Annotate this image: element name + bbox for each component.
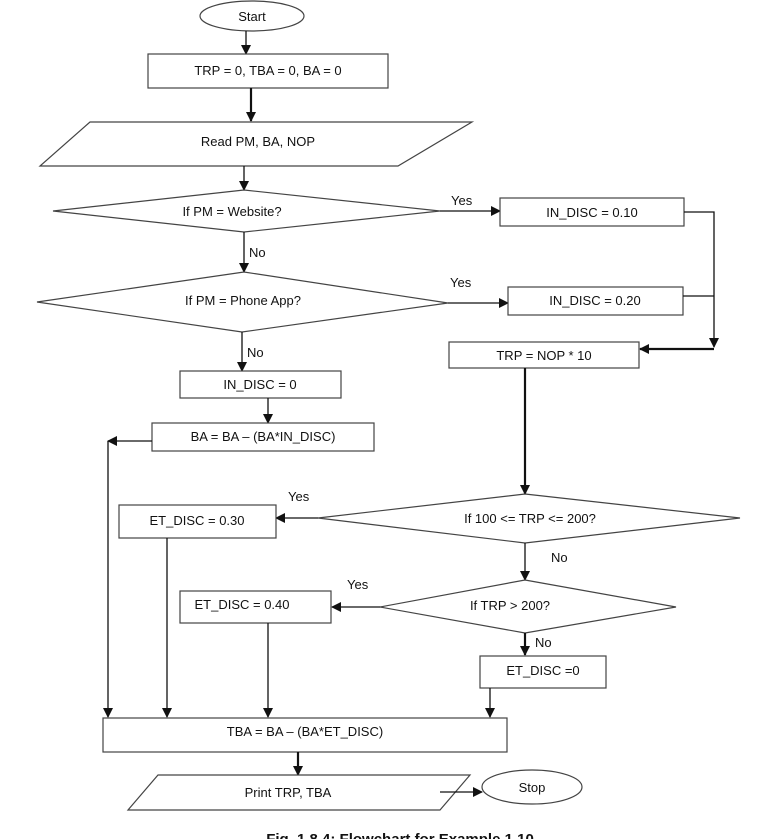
range-yes-label: Yes	[288, 489, 310, 504]
figure-caption: Fig. 1.8.4: Flowchart for Example 1.10	[266, 831, 534, 839]
read-label: Read PM, BA, NOP	[201, 134, 315, 149]
trp-calc-box	[448, 341, 640, 369]
connector-right-merge	[684, 211, 719, 348]
phone-no-label: No	[247, 345, 264, 360]
et-disc-030-box	[118, 504, 277, 539]
tba-calc-label: TBA = BA – (BA*ET_DISC)	[227, 724, 383, 739]
decision-range-label: If 100 <= TRP <= 200?	[464, 511, 596, 526]
et-disc-040-box	[179, 590, 332, 624]
stop-terminal	[481, 769, 583, 805]
et-disc-0-box	[479, 655, 607, 689]
print-output-box	[126, 774, 472, 811]
website-yes-label: Yes	[451, 193, 473, 208]
start-label: Start	[238, 9, 266, 24]
print-label: Print TRP, TBA	[245, 785, 332, 800]
in-disc-010-box	[499, 197, 685, 227]
decision-website-label: If PM = Website?	[182, 204, 281, 219]
et-disc-040-label: ET_DISC = 0.40	[194, 597, 289, 612]
ba-calc-label: BA = BA – (BA*IN_DISC)	[191, 429, 336, 444]
website-no-label: No	[249, 245, 266, 260]
stop-label: Stop	[519, 780, 546, 795]
start-terminal	[199, 0, 305, 32]
in-disc-020-box	[507, 286, 684, 316]
tba-calc-box	[102, 717, 508, 753]
in-disc-020-label: IN_DISC = 0.20	[549, 293, 640, 308]
in-disc-010-label: IN_DISC = 0.10	[546, 205, 637, 220]
gt200-no-label: No	[535, 635, 552, 650]
decision-gt200-label: If TRP > 200?	[470, 598, 550, 613]
read-input-box	[38, 121, 475, 167]
decision-phone-label: If PM = Phone App?	[185, 293, 301, 308]
ba-calc-box	[151, 422, 375, 452]
in-disc-0-label: IN_DISC = 0	[223, 377, 296, 392]
trp-calc-label: TRP = NOP * 10	[496, 348, 591, 363]
et-disc-0-label: ET_DISC =0	[506, 663, 579, 678]
phone-yes-label: Yes	[450, 275, 472, 290]
range-no-label: No	[551, 550, 568, 565]
gt200-yes-label: Yes	[347, 577, 369, 592]
et-disc-030-label: ET_DISC = 0.30	[149, 513, 244, 528]
init-label: TRP = 0, TBA = 0, BA = 0	[194, 63, 341, 78]
init-box	[147, 53, 389, 89]
in-disc-0-box	[179, 370, 342, 399]
